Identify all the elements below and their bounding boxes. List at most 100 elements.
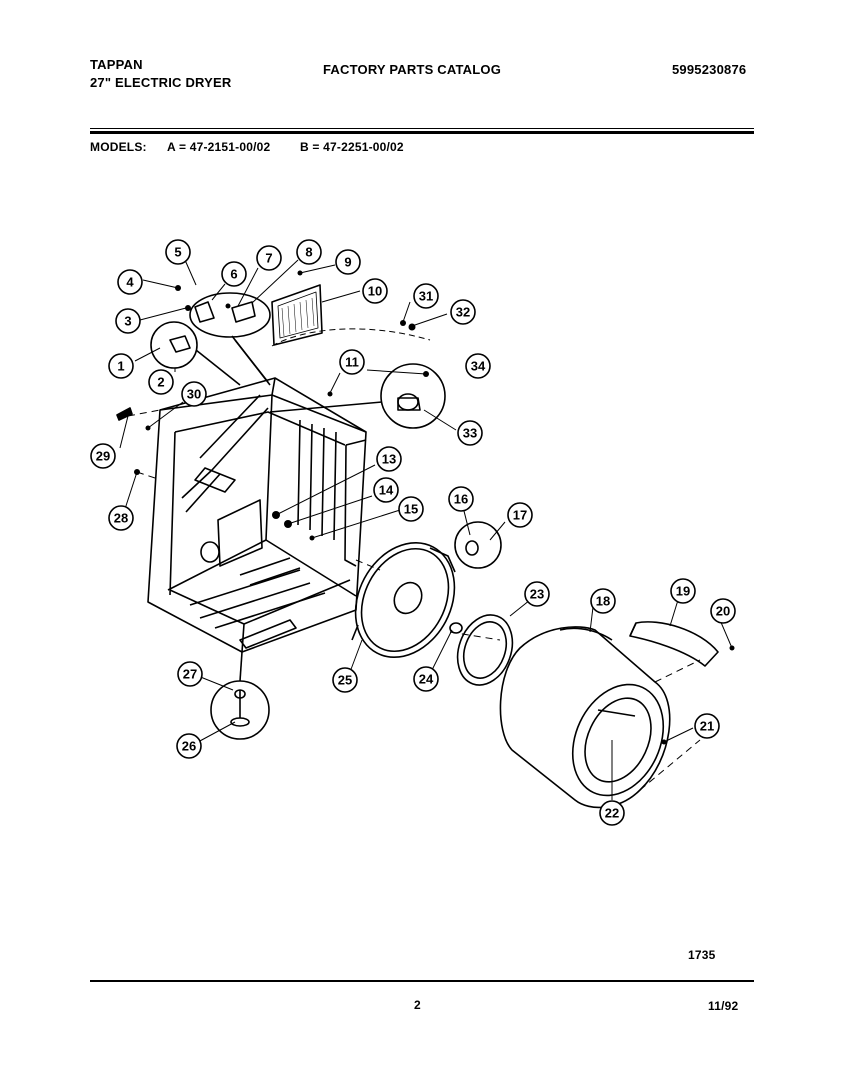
callout-label: 32 — [456, 305, 470, 320]
callout-circle — [710, 598, 736, 624]
callout-label: 19 — [676, 584, 690, 599]
callout-label: 8 — [305, 245, 312, 260]
callout-label: 31 — [419, 289, 433, 304]
callout-7: 7 — [256, 245, 282, 271]
callout-label: 2 — [157, 375, 164, 390]
callout-label: 20 — [716, 604, 730, 619]
callout-3: 3 — [115, 308, 141, 334]
callout-circle — [373, 477, 399, 503]
callout-label: 6 — [230, 267, 237, 282]
callout-label: 21 — [700, 719, 714, 734]
callout-label: 3 — [124, 314, 131, 329]
callout-circle — [256, 245, 282, 271]
product-name: 27" ELECTRIC DRYER — [90, 75, 232, 90]
catalog-number: 5995230876 — [672, 62, 747, 77]
callout-label: 27 — [183, 667, 197, 682]
callout-circle — [165, 239, 191, 265]
callout-circle — [181, 381, 207, 407]
models-label: MODELS: — [90, 140, 147, 154]
detail-circle-rollers — [454, 521, 502, 569]
footer-rule — [90, 980, 754, 982]
callout-label: 29 — [96, 449, 110, 464]
lint-screen-part — [271, 284, 323, 346]
callout-24: 24 — [413, 666, 439, 692]
callout-circle — [176, 733, 202, 759]
callout-label: 28 — [114, 511, 128, 526]
brand-name: TAPPAN — [90, 57, 143, 72]
callout-circle — [413, 666, 439, 692]
callout-11: 11 — [339, 349, 365, 375]
callout-label: 23 — [530, 587, 544, 602]
callout-circle — [465, 353, 491, 379]
callout-15: 15 — [398, 496, 424, 522]
footer-date: 11/92 — [708, 999, 739, 1013]
callout-2: 2 — [148, 369, 174, 395]
callout-circle — [524, 581, 550, 607]
callout-circle — [177, 661, 203, 687]
callout-circle — [398, 496, 424, 522]
callout-circle — [507, 502, 533, 528]
callout-circle — [670, 578, 696, 604]
callout-31: 31 — [413, 283, 439, 309]
callout-28: 28 — [108, 505, 134, 531]
callout-label: 5 — [174, 245, 181, 260]
callout-26: 26 — [176, 733, 202, 759]
callout-circle — [362, 278, 388, 304]
cabinet-part — [147, 377, 367, 653]
callout-22: 22 — [599, 800, 625, 826]
callout-8: 8 — [296, 239, 322, 265]
callout-circle — [90, 443, 116, 469]
detail-circle-controls — [189, 292, 271, 338]
drum-baffle-part — [629, 621, 719, 667]
callout-label: 25 — [338, 673, 352, 688]
callout-label: 24 — [419, 672, 434, 687]
callout-circle — [108, 353, 134, 379]
callout-circle — [108, 505, 134, 531]
callout-4: 4 — [117, 269, 143, 295]
callout-label: 18 — [596, 594, 610, 609]
callout-18: 18 — [590, 588, 616, 614]
callout-circle — [590, 588, 616, 614]
callout-1: 1 — [108, 353, 134, 379]
callout-label: 7 — [265, 251, 272, 266]
header-rule-thick — [90, 131, 754, 134]
callout-circle — [332, 667, 358, 693]
callout-label: 16 — [454, 492, 468, 507]
callout-33: 33 — [457, 420, 483, 446]
page-number: 2 — [414, 998, 421, 1012]
callout-label: 13 — [382, 452, 396, 467]
callout-21: 21 — [694, 713, 720, 739]
callout-label: 33 — [463, 426, 477, 441]
model-b: B = 47-2251-00/02 — [300, 140, 404, 154]
callout-label: 30 — [187, 387, 201, 402]
callout-label: 10 — [368, 284, 382, 299]
callout-30: 30 — [181, 381, 207, 407]
catalog-title: FACTORY PARTS CATALOG — [323, 62, 502, 77]
callout-label: 34 — [471, 359, 486, 374]
callout-circle — [339, 349, 365, 375]
callout-16: 16 — [448, 486, 474, 512]
callout-label: 9 — [344, 255, 351, 270]
callout-14: 14 — [373, 477, 399, 503]
callout-circle — [457, 420, 483, 446]
callout-9: 9 — [335, 249, 361, 275]
callout-label: 22 — [605, 806, 619, 821]
callout-10: 10 — [362, 278, 388, 304]
callout-27: 27 — [177, 661, 203, 687]
callout-17: 17 — [507, 502, 533, 528]
callout-29: 29 — [90, 443, 116, 469]
callout-circle — [221, 261, 247, 287]
callout-34: 34 — [465, 353, 491, 379]
callout-label: 15 — [404, 502, 418, 517]
model-a: A = 47-2151-00/02 — [167, 140, 271, 154]
figure-number: 1735 — [688, 948, 716, 962]
callout-13: 13 — [376, 446, 402, 472]
callout-circle — [413, 283, 439, 309]
callout-6: 6 — [221, 261, 247, 287]
callout-32: 32 — [450, 299, 476, 325]
callout-5: 5 — [165, 239, 191, 265]
drum-part — [499, 626, 671, 809]
callout-label: 17 — [513, 508, 527, 523]
